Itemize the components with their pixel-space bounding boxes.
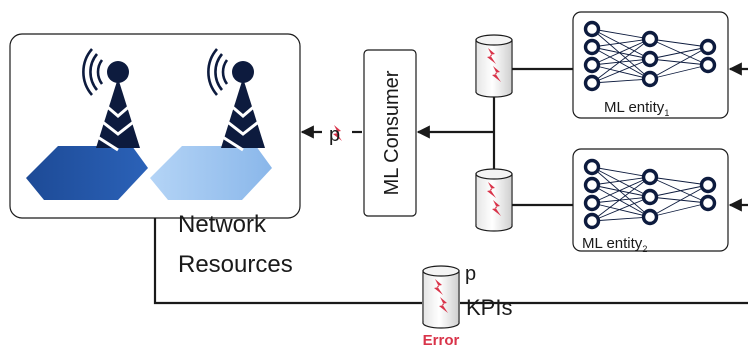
coverage-hex-dark	[26, 146, 148, 200]
model-cylinder-top	[476, 35, 512, 97]
network-resources-label-line1: Network	[178, 211, 267, 238]
kpis-label: KPIs	[466, 295, 512, 320]
ml-entity-2-label: ML entity2	[582, 235, 647, 254]
network-resources-label-line2: Resources	[178, 251, 293, 278]
coverage-hex-light	[150, 146, 272, 200]
network-resources-box	[9, 33, 301, 219]
kpi-p-label: p	[465, 263, 476, 285]
link-p-label: p	[329, 124, 340, 146]
model-cylinder-bottom	[476, 169, 512, 231]
ml-consumer-label: ML Consumer	[381, 70, 403, 195]
ml-entity-1-label: ML entity1	[604, 99, 669, 118]
error-label: Error	[423, 332, 460, 347]
kpi-feedback-line	[153, 218, 748, 305]
ml-consumer-box	[363, 49, 417, 217]
kpi-cylinder	[423, 266, 459, 328]
